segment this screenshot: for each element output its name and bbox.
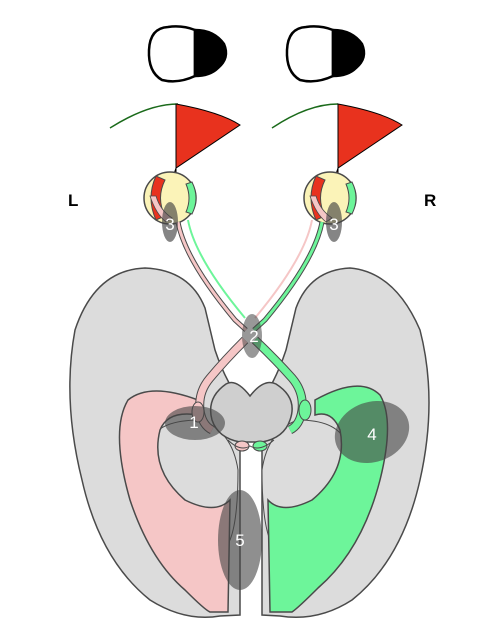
right-side-label: R	[424, 191, 436, 210]
lesion-2-ellipse	[242, 314, 262, 358]
lesion-markers	[162, 202, 410, 590]
lesion-3-right-ellipse	[326, 202, 342, 242]
lesion-4-ellipse	[334, 400, 410, 464]
left-eye	[143, 171, 197, 225]
lesion-3-right-label: 3	[329, 215, 338, 234]
optic-radiation-left	[118, 390, 231, 613]
lesion-1-ellipse	[165, 406, 225, 440]
lesion-1-label: 1	[189, 413, 198, 432]
visual-field-left	[147, 25, 228, 83]
lesion-2-label: 2	[249, 327, 258, 346]
lesion-4-label: 4	[367, 425, 376, 444]
lesion-3-left-ellipse	[162, 202, 178, 242]
lesion-5-label: 5	[235, 531, 244, 550]
visual-field-right	[285, 25, 366, 83]
left-side-label: L	[68, 191, 78, 210]
optic-nerves	[175, 219, 325, 332]
lesion-3-left-label: 3	[165, 215, 174, 234]
lesion-5-ellipse	[218, 490, 262, 590]
